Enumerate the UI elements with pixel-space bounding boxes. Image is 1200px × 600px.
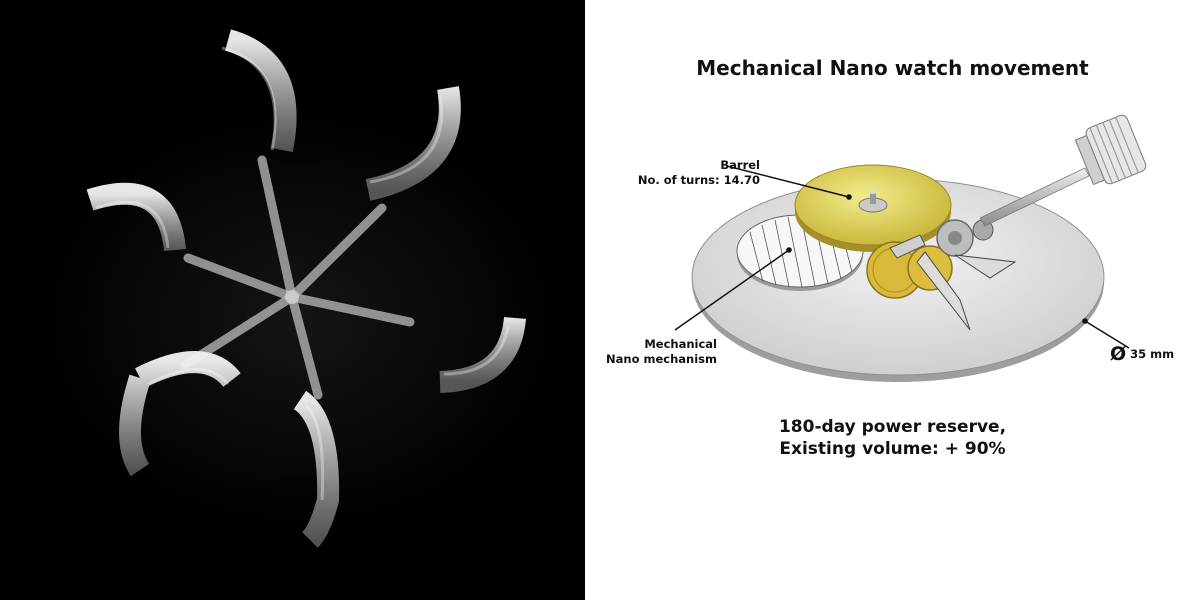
diameter-symbol: Ø [1110,343,1127,365]
diagram-title: Mechanical Nano watch movement [696,56,1089,80]
power-reserve-caption: 180-day power reserve, Existing volume: … [585,416,1200,460]
nano-mechanism-photo [0,0,585,600]
watch-movement-diagram: Mechanical Nano watch movement Barrel No… [585,0,1200,600]
nano-label-line1: Mechanical [644,337,717,351]
diameter-value: 35 mm [1130,347,1175,361]
barrel-label: Barrel [720,158,760,172]
winding-stem-and-crown [979,114,1147,227]
gear-train [866,219,994,299]
caption-line1: 180-day power reserve, [778,417,1007,437]
escapement-lever [889,234,1017,331]
nano-label-line2: Nano mechanism [606,352,717,366]
barrel-turns: No. of turns: 14.70 [637,173,760,187]
leader-lines [674,165,1130,349]
nano-structure-illustration [0,0,585,600]
nano-mechanism-callout: Mechanical Nano mechanism [585,337,717,367]
barrel-callout: Barrel No. of turns: 14.70 [610,158,760,188]
caption-line2: Existing volume: + 90% [779,439,1006,459]
barrel-disc [794,164,952,252]
movement-illustration [674,114,1147,382]
